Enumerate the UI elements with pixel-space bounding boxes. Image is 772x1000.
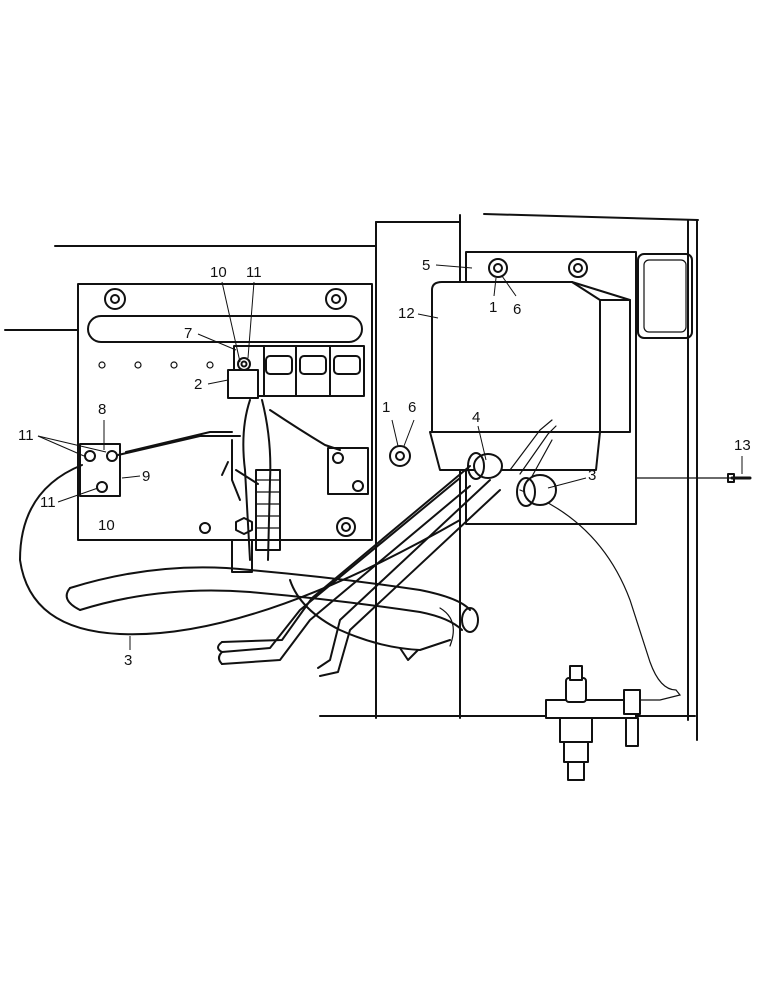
callout-3b: 3	[124, 652, 132, 669]
screw-13	[727, 473, 752, 483]
callout-11b: 11	[18, 427, 34, 444]
callouts: 5 1 6 12 10 11 7 2 8 11 9 11 10 1 6 4 3	[18, 257, 751, 669]
callout-12: 12	[398, 305, 415, 322]
callout-13: 13	[734, 437, 751, 454]
callout-3a: 3	[588, 467, 596, 484]
terminal-stud	[545, 665, 641, 781]
left-panel	[77, 283, 373, 541]
wire-harness	[19, 399, 682, 701]
callout-5: 5	[422, 257, 430, 274]
callout-10a: 10	[210, 264, 227, 281]
control-box	[429, 281, 631, 471]
callout-1b: 1	[382, 399, 390, 416]
callout-8: 8	[98, 401, 106, 418]
nut-mid	[389, 445, 411, 467]
callout-11a: 11	[246, 264, 262, 281]
callout-1a: 1	[489, 299, 497, 316]
callout-7: 7	[184, 325, 192, 342]
callout-10b: 10	[98, 517, 115, 534]
callout-9: 9	[142, 468, 150, 485]
callout-6b: 6	[408, 399, 416, 416]
callout-4: 4	[472, 409, 480, 426]
callout-6a: 6	[513, 301, 521, 318]
callout-11c: 11	[40, 494, 56, 511]
connector-4	[467, 452, 503, 480]
connector-3	[516, 474, 557, 507]
callout-2: 2	[194, 376, 202, 393]
